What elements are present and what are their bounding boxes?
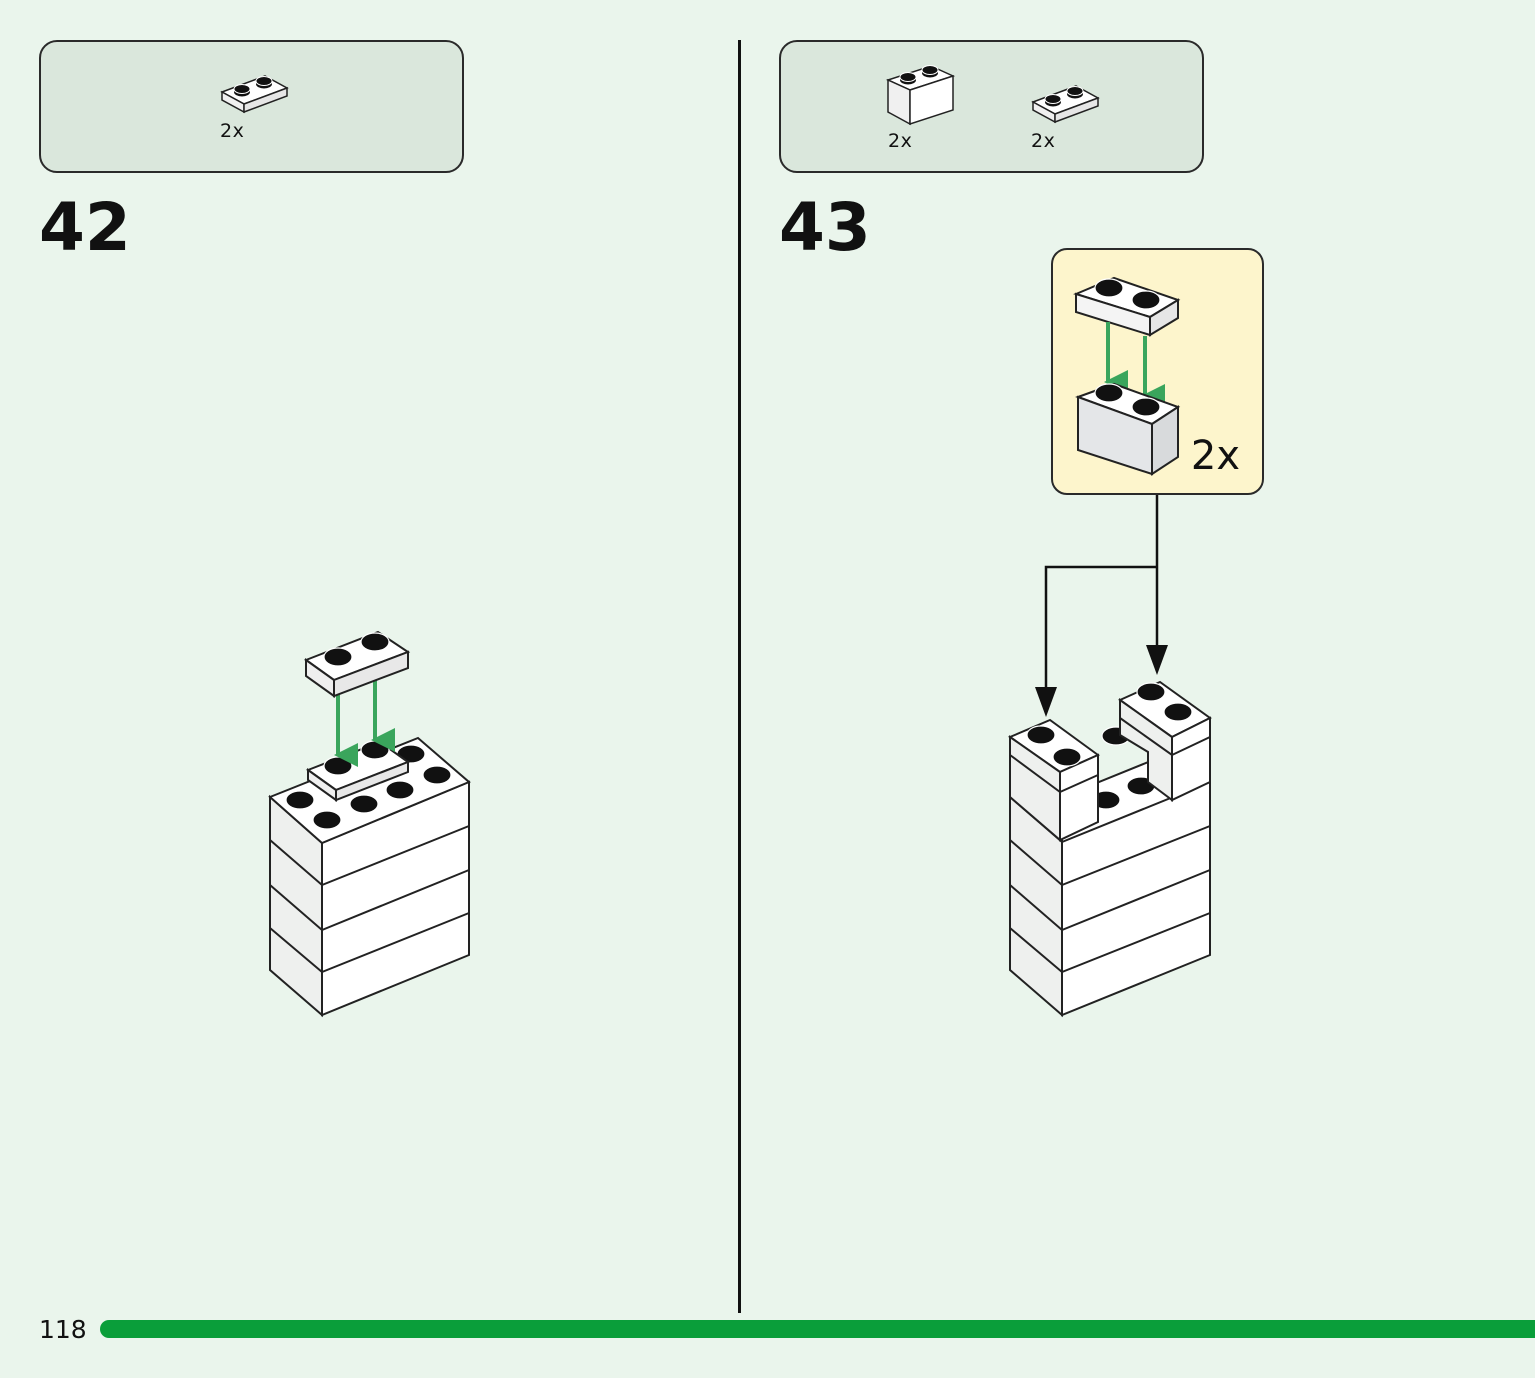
plate-1x2-icon (1031, 85, 1100, 124)
brick-1x2-icon (885, 65, 956, 126)
page-divider (738, 40, 741, 1313)
page-number: 118 (39, 1315, 87, 1344)
sub-assembly-callout: 2x (1051, 248, 1264, 495)
callout-quantity: 2x (1190, 433, 1240, 479)
step-42-build-illustration (268, 630, 471, 1018)
step-number-43: 43 (779, 189, 871, 266)
parts-list-step-42: 2x (39, 40, 464, 173)
part-quantity: 2x (888, 130, 913, 152)
step-43-build-illustration (1007, 495, 1212, 1018)
page-progress-bar (100, 1320, 1535, 1338)
parts-list-step-43: 2x 2x (779, 40, 1204, 173)
part-quantity: 2x (1031, 130, 1056, 152)
part-quantity: 2x (220, 120, 245, 142)
plate-1x2-icon (220, 75, 289, 114)
step-number-42: 42 (39, 189, 131, 266)
sub-assembly-illustration (1073, 276, 1181, 476)
